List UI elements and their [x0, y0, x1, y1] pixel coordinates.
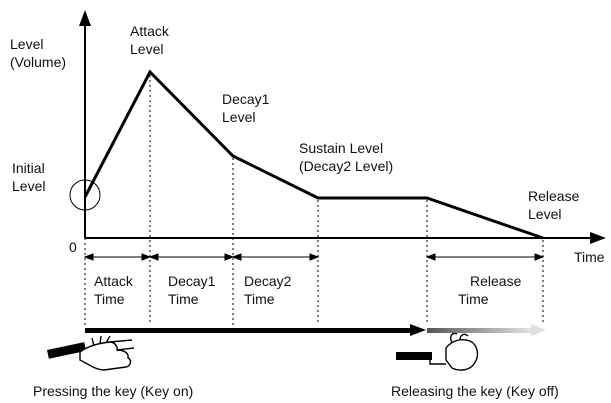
envelope-curve	[83, 69, 544, 240]
y-axis-label: Level(Volume)	[10, 36, 66, 70]
time-guides	[84, 75, 544, 325]
key-off-label: Releasing the key (Key off)	[391, 383, 559, 399]
key-on-label: Pressing the key (Key on)	[33, 383, 193, 399]
key-held-bar	[85, 328, 413, 333]
origin-label: 0	[69, 239, 77, 255]
finger-releasing-key-icon	[396, 332, 479, 371]
sustain-level-label: Sustain Level(Decay2 Level)	[299, 140, 393, 174]
release-bar	[427, 328, 533, 333]
initial-level-marker	[69, 179, 101, 211]
time-segment-arrows	[83, 253, 545, 261]
x-axis-arrowhead	[590, 232, 606, 244]
x-axis-label: Time	[574, 249, 605, 265]
y-axis-arrowhead	[79, 10, 91, 26]
finger-pressing-key-icon	[47, 335, 135, 371]
release-arrowhead	[531, 324, 546, 336]
key-held-arrowhead	[410, 324, 426, 336]
